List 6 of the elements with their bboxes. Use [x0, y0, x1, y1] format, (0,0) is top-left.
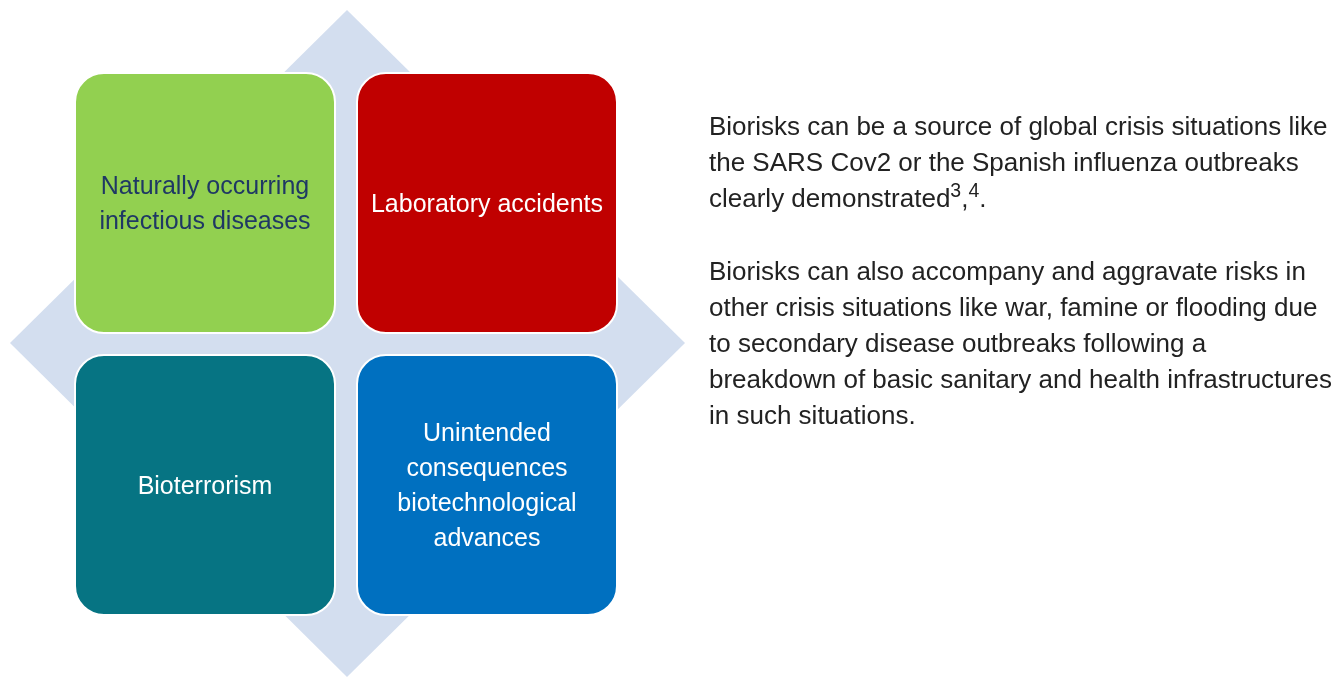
category-box: Naturally occurring infectious diseases [74, 72, 336, 334]
paragraph: Biorisks can also accompany and aggravate risks in other crisis situations like war, famine or flooding due to secondary disease outbreaks following a breakdown of basic sanitary and health infrastructures in such situations. [709, 255, 1333, 432]
category-box: Unintended consequences biotechnological advances [356, 354, 618, 616]
category-box: Bioterrorism [74, 354, 336, 616]
category-box: Laboratory accidents [356, 72, 618, 334]
paragraph: Biorisks can be a source of global crisis situations like the SARS Cov2 or the Spanish influenza outbreaks clearly demonstrated$^{3}$,$^{4}$. [709, 110, 1329, 215]
